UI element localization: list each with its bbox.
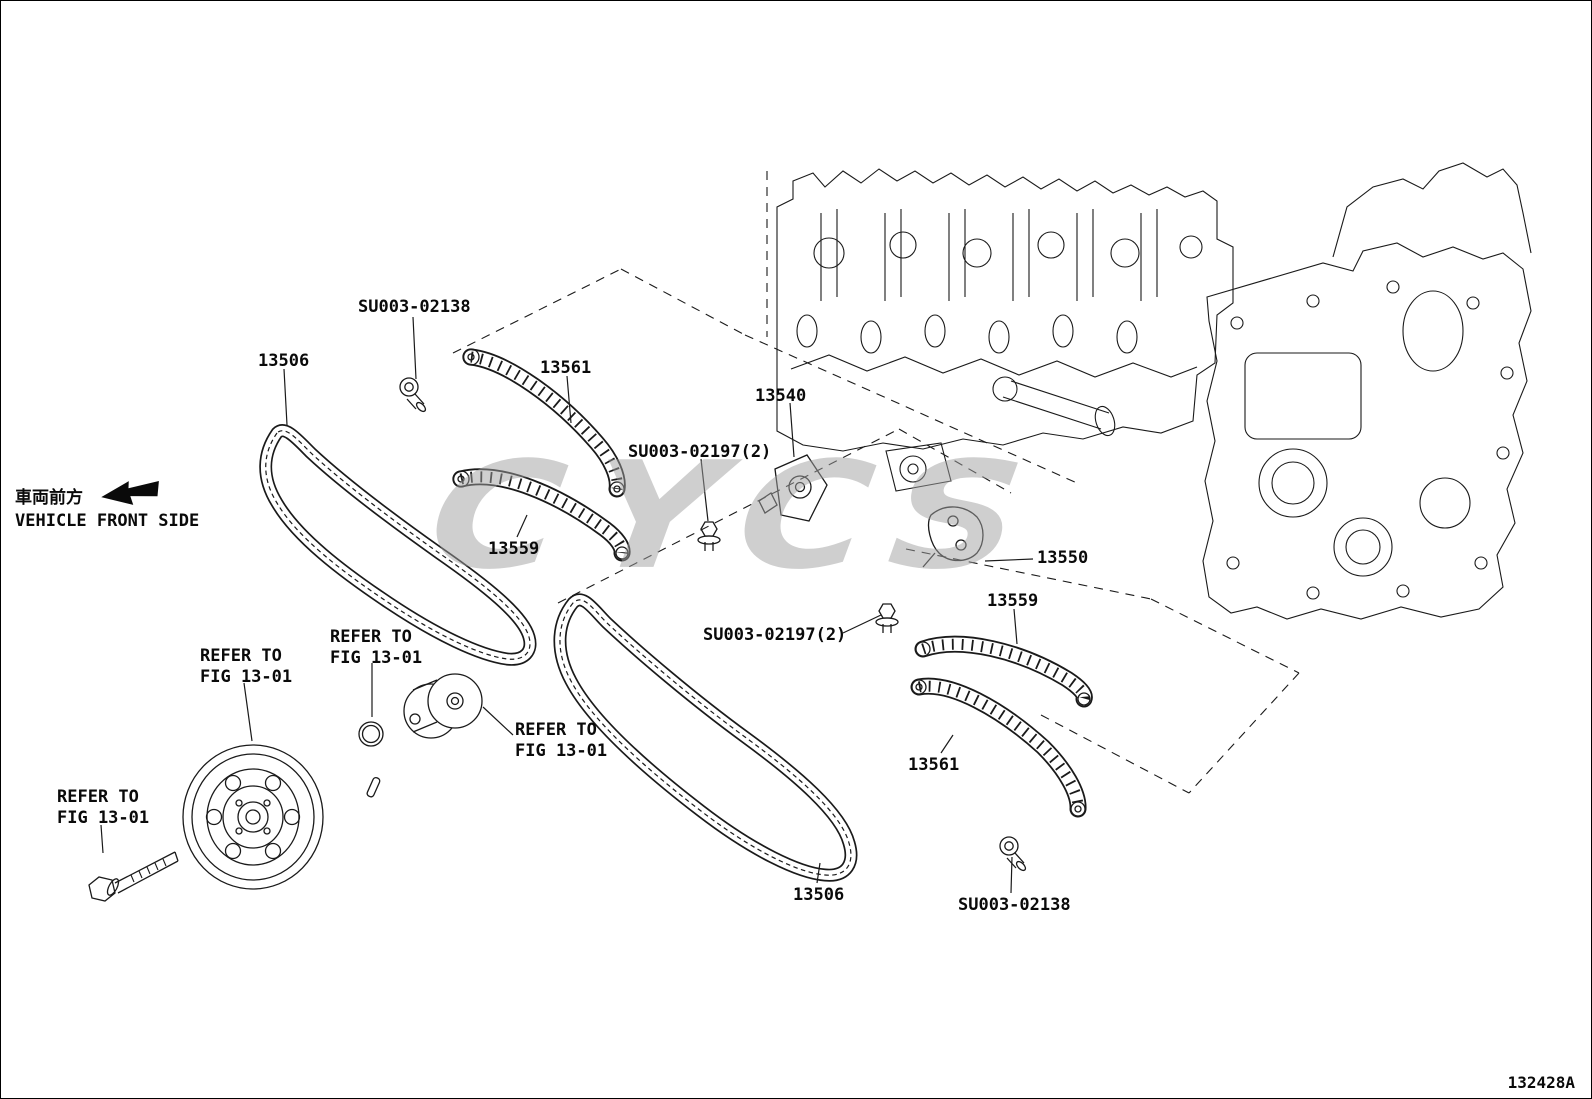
idler-assembly: [358, 673, 483, 798]
note-refer-fig-13-01-bottom-left: REFER TO FIG 13-01: [57, 787, 150, 829]
part-label-13506-bottom[interactable]: 13506: [793, 885, 845, 905]
part-label-13559-right[interactable]: 13559: [987, 591, 1039, 611]
part-label-13550[interactable]: 13550: [1037, 548, 1089, 568]
note-refer-fig-13-01-center: REFER TO FIG 13-01: [515, 720, 608, 762]
figure-number: 132428A: [1507, 1073, 1575, 1092]
part-label-su003-02138-bottom[interactable]: SU003-02138: [958, 895, 1071, 915]
tensioner-lever-13550: [922, 506, 984, 568]
bolt-su003-02138-bottom: [999, 836, 1027, 872]
engine-block-art: [776, 162, 1532, 620]
construction-dashed-lines: [452, 171, 1300, 794]
note-refer-fig-13-01-left: REFER TO FIG 13-01: [200, 646, 293, 688]
timing-chain-right: [553, 593, 858, 882]
part-label-su003-02138-top[interactable]: SU003-02138: [358, 297, 471, 317]
note-refer-fig-13-01-mid: REFER TO FIG 13-01: [330, 627, 423, 669]
bolt-su003-02138-top: [399, 377, 427, 413]
vehicle-front-label-en: VEHICLE FRONT SIDE: [15, 511, 200, 531]
chain-guide-13559-left: [452, 468, 631, 562]
part-label-su003-02197-upper[interactable]: SU003-02197(2): [628, 442, 772, 462]
bolt-su003-02197-lower: [875, 603, 899, 633]
vehicle-front-label-jp: 車両前方: [15, 488, 83, 508]
crankshaft-bolt: [88, 851, 179, 902]
part-label-13561-bottom[interactable]: 13561: [908, 755, 960, 775]
bolt-su003-02197-upper: [697, 521, 721, 551]
timing-chain-left: [259, 424, 537, 666]
crankshaft-pulley: [182, 744, 324, 890]
o-ring: [358, 721, 384, 747]
part-label-13540[interactable]: 13540: [755, 386, 807, 406]
chain-tensioner-13540: [758, 454, 828, 522]
chain-guide-13559-right: [914, 635, 1093, 708]
leader-lines: [100, 316, 1034, 894]
part-label-13559-left[interactable]: 13559: [488, 539, 540, 559]
part-label-13506-left[interactable]: 13506: [258, 351, 310, 371]
front-direction-arrow: [101, 481, 159, 505]
chain-guide-13561-bottom: [910, 677, 1087, 818]
chain-guide-13561-top: [462, 348, 626, 498]
part-label-su003-02197-lower[interactable]: SU003-02197(2): [703, 625, 847, 645]
part-label-13561-top[interactable]: 13561: [540, 358, 592, 378]
dowel-pin: [366, 776, 381, 798]
